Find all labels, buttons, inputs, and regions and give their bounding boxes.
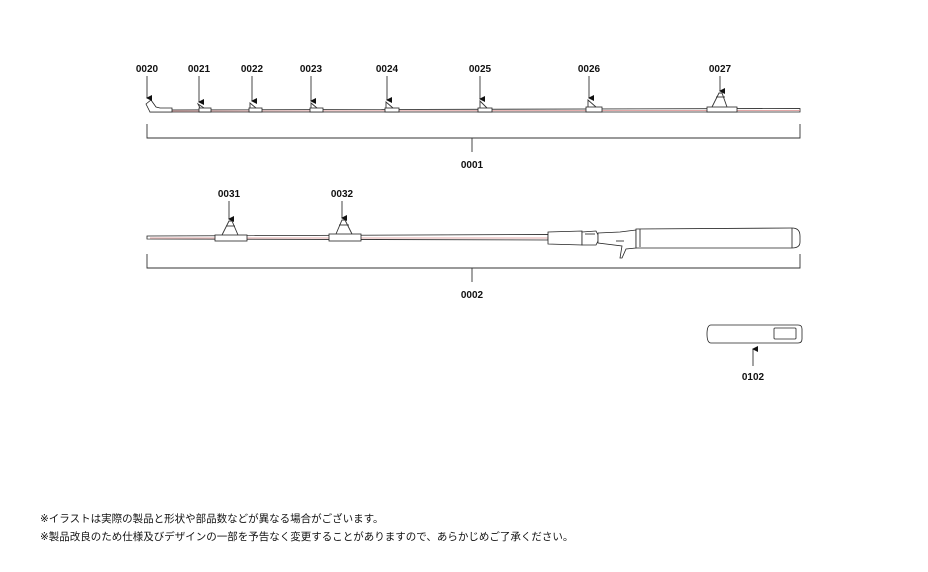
callout-0022: 0022 xyxy=(241,64,264,104)
callout-0032: 0032 xyxy=(331,189,354,221)
svg-text:0025: 0025 xyxy=(469,64,492,75)
svg-text:0026: 0026 xyxy=(578,64,601,75)
svg-text:0102: 0102 xyxy=(742,372,765,383)
rod-belt-0102: 0102 xyxy=(706,324,803,383)
rod-handle xyxy=(547,227,801,259)
svg-text:0023: 0023 xyxy=(300,64,323,75)
svg-text:0001: 0001 xyxy=(461,160,484,171)
svg-text:0027: 0027 xyxy=(709,64,732,75)
guide-0025 xyxy=(477,99,493,113)
tip-section: 0020 0021 0022 0023 0024 0025 0026 0027 xyxy=(136,64,801,171)
svg-text:0022: 0022 xyxy=(241,64,264,75)
callout-0021: 0021 xyxy=(188,64,211,105)
guide-0026 xyxy=(585,99,603,113)
callout-0024: 0024 xyxy=(376,64,399,103)
callout-0023: 0023 xyxy=(300,64,323,104)
guide-0027 xyxy=(706,92,738,113)
svg-text:0031: 0031 xyxy=(218,189,241,200)
bracket-0002: 0002 xyxy=(146,254,801,301)
svg-text:0032: 0032 xyxy=(331,189,354,200)
callout-0031: 0031 xyxy=(218,189,241,222)
callout-0025: 0025 xyxy=(469,64,492,102)
svg-text:0021: 0021 xyxy=(188,64,211,75)
footnotes: ※イラストは実際の製品と形状や部品数などが異なる場合がございます。 ※製品改良の… xyxy=(40,510,573,546)
bracket-0001: 0001 xyxy=(146,124,801,171)
footnote-illustration: ※イラストは実際の製品と形状や部品数などが異なる場合がございます。 xyxy=(40,513,384,525)
callout-0020: 0020 xyxy=(136,64,159,101)
guide-0023 xyxy=(309,102,324,113)
guide-0024 xyxy=(384,101,400,113)
svg-text:0024: 0024 xyxy=(376,64,399,75)
svg-text:0002: 0002 xyxy=(461,290,484,301)
guide-0021 xyxy=(196,102,212,113)
svg-text:0020: 0020 xyxy=(136,64,159,75)
callout-0026: 0026 xyxy=(578,64,601,101)
guide-0032 xyxy=(328,219,362,242)
guide-0031 xyxy=(214,220,248,242)
butt-section: 0031 0032 0002 xyxy=(146,189,801,301)
guide-0022 xyxy=(248,102,263,113)
tip-top-guide xyxy=(145,99,173,113)
footnote-spec-change: ※製品改良のため仕様及びデザインの一部を予告なく変更することがありますので、あら… xyxy=(40,531,574,543)
callout-0027: 0027 xyxy=(709,64,732,94)
